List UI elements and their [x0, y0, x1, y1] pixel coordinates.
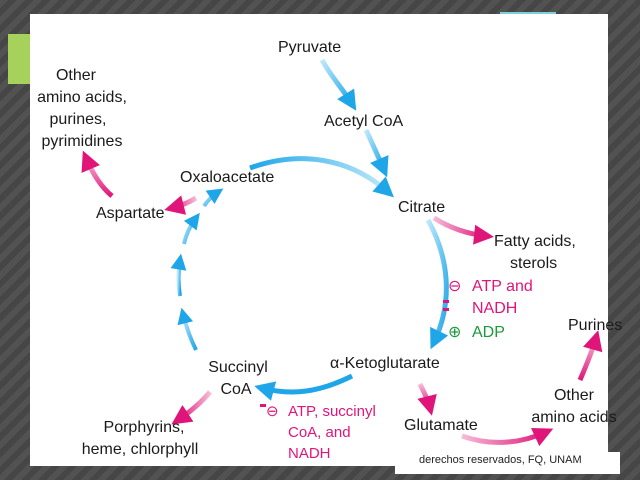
arrow-succinyl-porph	[171, 390, 212, 425]
arrow-oxaloacetate-aspartate	[164, 195, 198, 215]
arrow-akg-glutamate	[417, 382, 437, 416]
label-activate: ADP	[472, 324, 505, 341]
arrow-pyruvate-acetylcoa	[319, 58, 357, 111]
label-fatty-1: Fatty acids,	[494, 233, 576, 250]
label-acetyl-coa: Acetyl CoA	[324, 113, 403, 130]
label-other-amino-2: amino acids,	[37, 89, 127, 106]
label-glutamate: Glutamate	[404, 417, 478, 434]
inhibit-2-icon: ⊖	[266, 403, 279, 420]
label-other-amino-1: Other	[56, 67, 97, 84]
regulation-mark-3	[260, 404, 266, 407]
label-other-aa-2: amino acids	[531, 409, 616, 426]
activate-icon: ⊕	[448, 324, 461, 341]
label-citrate: Citrate	[398, 199, 445, 216]
label-porph-2: heme, chlorphyll	[82, 441, 199, 458]
decor-green-tab	[8, 34, 30, 84]
footer-text: derechos reservados, FQ, UNAM	[419, 454, 582, 466]
arrow-akg-succinylcoa	[254, 373, 354, 401]
arrow-cycle-left-3	[182, 212, 200, 245]
label-succinyl-2: CoA	[220, 381, 251, 398]
arrow-cycle-left-2	[170, 253, 187, 297]
label-inhibit-2c: NADH	[288, 445, 331, 462]
label-other-amino-3: purines,	[50, 111, 107, 128]
label-inhibit-1a: ATP and	[472, 278, 533, 295]
footer-strip: derechos reservados, FQ, UNAM	[395, 452, 620, 474]
arrow-cycle-left-4	[202, 188, 224, 208]
label-fatty-2: sterols	[510, 255, 557, 272]
label-inhibit-2a: ATP, succinyl	[288, 403, 376, 420]
arrow-glutamate-otheraa	[461, 427, 554, 447]
arrow-cycle-left-1	[177, 307, 198, 351]
label-purines: Purines	[568, 317, 622, 334]
arrow-acetylcoa-citrate	[363, 128, 389, 178]
arrow-aspartate-otheraa	[81, 150, 114, 198]
label-porph-1: Porphyrins,	[104, 419, 185, 436]
arrow-citrate-akg	[425, 218, 449, 350]
label-inhibit-1b: NADH	[472, 300, 517, 317]
inhibit-1-icon: ⊖	[448, 278, 461, 295]
regulation-mark-1	[443, 300, 449, 303]
arrow-oxaloacetate-citrate	[249, 156, 394, 198]
slide-card	[30, 28, 608, 466]
label-inhibit-2b: CoA, and	[288, 424, 351, 441]
label-other-aa-1: Other	[554, 387, 595, 404]
arrow-otheraa-purines	[577, 330, 603, 381]
label-pyruvate: Pyruvate	[278, 39, 341, 56]
label-other-amino-4: pyrimidines	[42, 133, 123, 150]
label-aspartate: Aspartate	[96, 205, 165, 222]
label-akg: α-Ketoglutarate	[330, 355, 440, 372]
regulation-mark-2	[443, 308, 449, 311]
arrow-citrate-fatty	[432, 215, 494, 245]
label-oxaloacetate: Oxaloacetate	[180, 169, 274, 186]
label-succinyl-1: Succinyl	[208, 359, 268, 376]
